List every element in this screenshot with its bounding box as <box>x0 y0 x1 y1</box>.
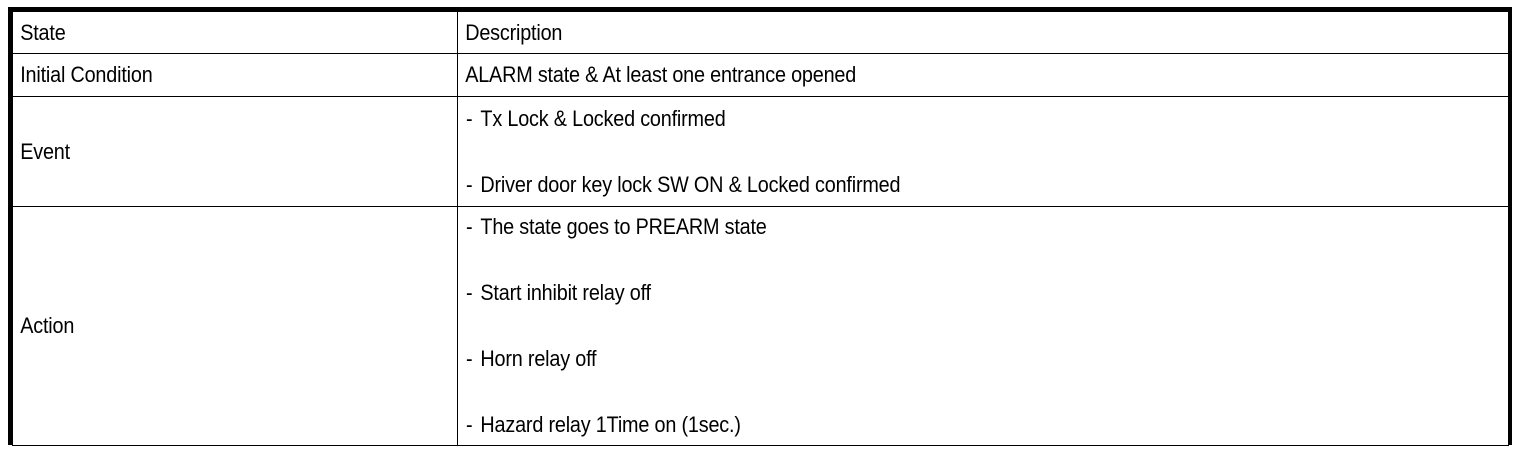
description-cell-initial-condition: ALARM state & At least one entrance open… <box>457 53 1509 97</box>
state-cell-initial-condition: Initial Condition <box>12 53 458 97</box>
action-list-wrap: -The state goes to PREARM state -Start i… <box>458 214 1508 438</box>
table-row-action: Action -The state goes to PREARM state -… <box>12 206 1509 446</box>
state-cell-action: Action <box>12 206 458 446</box>
table-header-row: State Description <box>12 11 1509 54</box>
list-item: -Tx Lock & Locked confirmed <box>466 106 1398 132</box>
header-cell-description: Description <box>457 11 1509 54</box>
header-cell-state: State <box>12 11 458 54</box>
header-label-description: Description <box>465 19 563 45</box>
bullet-dash-icon: - <box>466 214 473 240</box>
state-description-table: State Description Initial Condition ALAR… <box>12 11 1509 446</box>
spec-table-container: State Description Initial Condition ALAR… <box>8 7 1512 446</box>
list-item-text: Driver door key lock SW ON & Locked conf… <box>480 171 901 197</box>
list-item: -Start inhibit relay off <box>466 280 1398 306</box>
event-list-wrap: -Tx Lock & Locked confirmed -Driver door… <box>458 106 1508 198</box>
list-item-text: The state goes to PREARM state <box>480 214 767 240</box>
table-row-event: Event -Tx Lock & Locked confirmed -Drive… <box>12 96 1509 207</box>
action-bullet-list: -The state goes to PREARM state -Start i… <box>466 214 1502 438</box>
state-label-initial-condition: Initial Condition <box>20 62 153 88</box>
list-item-text: Horn relay off <box>480 346 597 371</box>
state-label-action: Action <box>20 313 75 339</box>
list-item-text: Tx Lock & Locked confirmed <box>480 105 726 131</box>
bullet-dash-icon: - <box>466 280 473 306</box>
list-item: -Hazard relay 1Time on (1sec.) <box>466 412 1398 438</box>
bullet-dash-icon: - <box>466 346 473 371</box>
description-cell-event: -Tx Lock & Locked confirmed -Driver door… <box>457 96 1509 207</box>
list-item-text: Start inhibit relay off <box>480 280 651 306</box>
description-cell-action: -The state goes to PREARM state -Start i… <box>457 206 1509 446</box>
bullet-dash-icon: - <box>466 411 473 437</box>
list-item-text: Hazard relay 1Time on (1sec.) <box>480 411 741 437</box>
table-row-initial-condition: Initial Condition ALARM state & At least… <box>12 53 1509 97</box>
state-cell-event: Event <box>12 96 458 207</box>
state-label-event: Event <box>20 138 70 164</box>
bullet-dash-icon: - <box>466 171 473 197</box>
list-item: -The state goes to PREARM state <box>466 214 1398 240</box>
header-label-state: State <box>20 19 66 45</box>
list-item: -Horn relay off <box>466 346 1398 372</box>
list-item: -Driver door key lock SW ON & Locked con… <box>466 172 1398 198</box>
bullet-dash-icon: - <box>466 105 473 131</box>
description-text-initial-condition: ALARM state & At least one entrance open… <box>465 62 857 88</box>
event-bullet-list: -Tx Lock & Locked confirmed -Driver door… <box>466 106 1502 198</box>
